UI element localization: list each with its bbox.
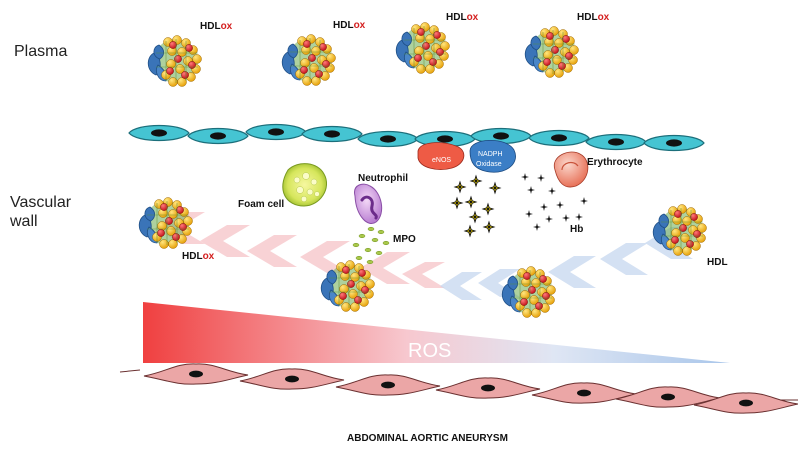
svg-text:eNOS: eNOS: [432, 157, 451, 164]
vascular-wall-label-line2: wall: [10, 213, 38, 230]
hdl-ox-label-1: HDLox: [200, 21, 233, 32]
ros-sparkles-yellow: [451, 175, 501, 237]
hb-label: Hb: [570, 224, 583, 235]
hdl-ox-label-4: HDLox: [577, 12, 610, 23]
hdl-ox-particle-3: [395, 22, 450, 74]
endothelial-cell-layer: [128, 123, 705, 152]
mpo-label: MPO: [393, 234, 416, 245]
hdl-ox-particle-4: [524, 26, 579, 78]
plasma-label: Plasma: [14, 43, 68, 60]
smooth-muscle-cell-layer: [119, 363, 798, 414]
hdl-label-right: HDL: [707, 257, 728, 268]
hdl-ox-wall-label: HDLox: [182, 251, 215, 262]
hdl-ox-label-2: HDLox: [333, 20, 366, 31]
erythrocyte-label: Erythrocyte: [587, 157, 643, 168]
enos-enzyme: eNOS: [417, 142, 465, 170]
ros-label: ROS: [408, 340, 451, 362]
blue-chevron-arrows: [440, 227, 693, 300]
hdl-ox-wall-particle: [138, 197, 193, 249]
hdl-ox-particle-1: [147, 35, 202, 87]
erythrocyte-cell: [553, 151, 589, 188]
foam-cell-label: Foam cell: [238, 199, 284, 210]
nadph-oxidase-enzyme: NADPH Oxidase: [469, 139, 516, 173]
footer-caption: ABDOMINAL AORTIC ANEURYSM: [347, 433, 508, 444]
mpo-granules: [352, 226, 390, 265]
neutrophil-cell: [354, 183, 383, 224]
neutrophil-label: Neutrophil: [358, 173, 408, 184]
hdl-ox-label-3: HDLox: [446, 12, 479, 23]
svg-text:NADPH: NADPH: [478, 151, 503, 158]
hdl-ox-particle-2: [281, 34, 336, 86]
svg-text:Oxidase: Oxidase: [476, 161, 502, 168]
vascular-wall-label-line1: Vascular: [10, 194, 72, 211]
ros-gradient-wedge: [143, 302, 730, 363]
red-chevron-arrows: [155, 212, 445, 288]
foam-cell: [282, 163, 327, 207]
